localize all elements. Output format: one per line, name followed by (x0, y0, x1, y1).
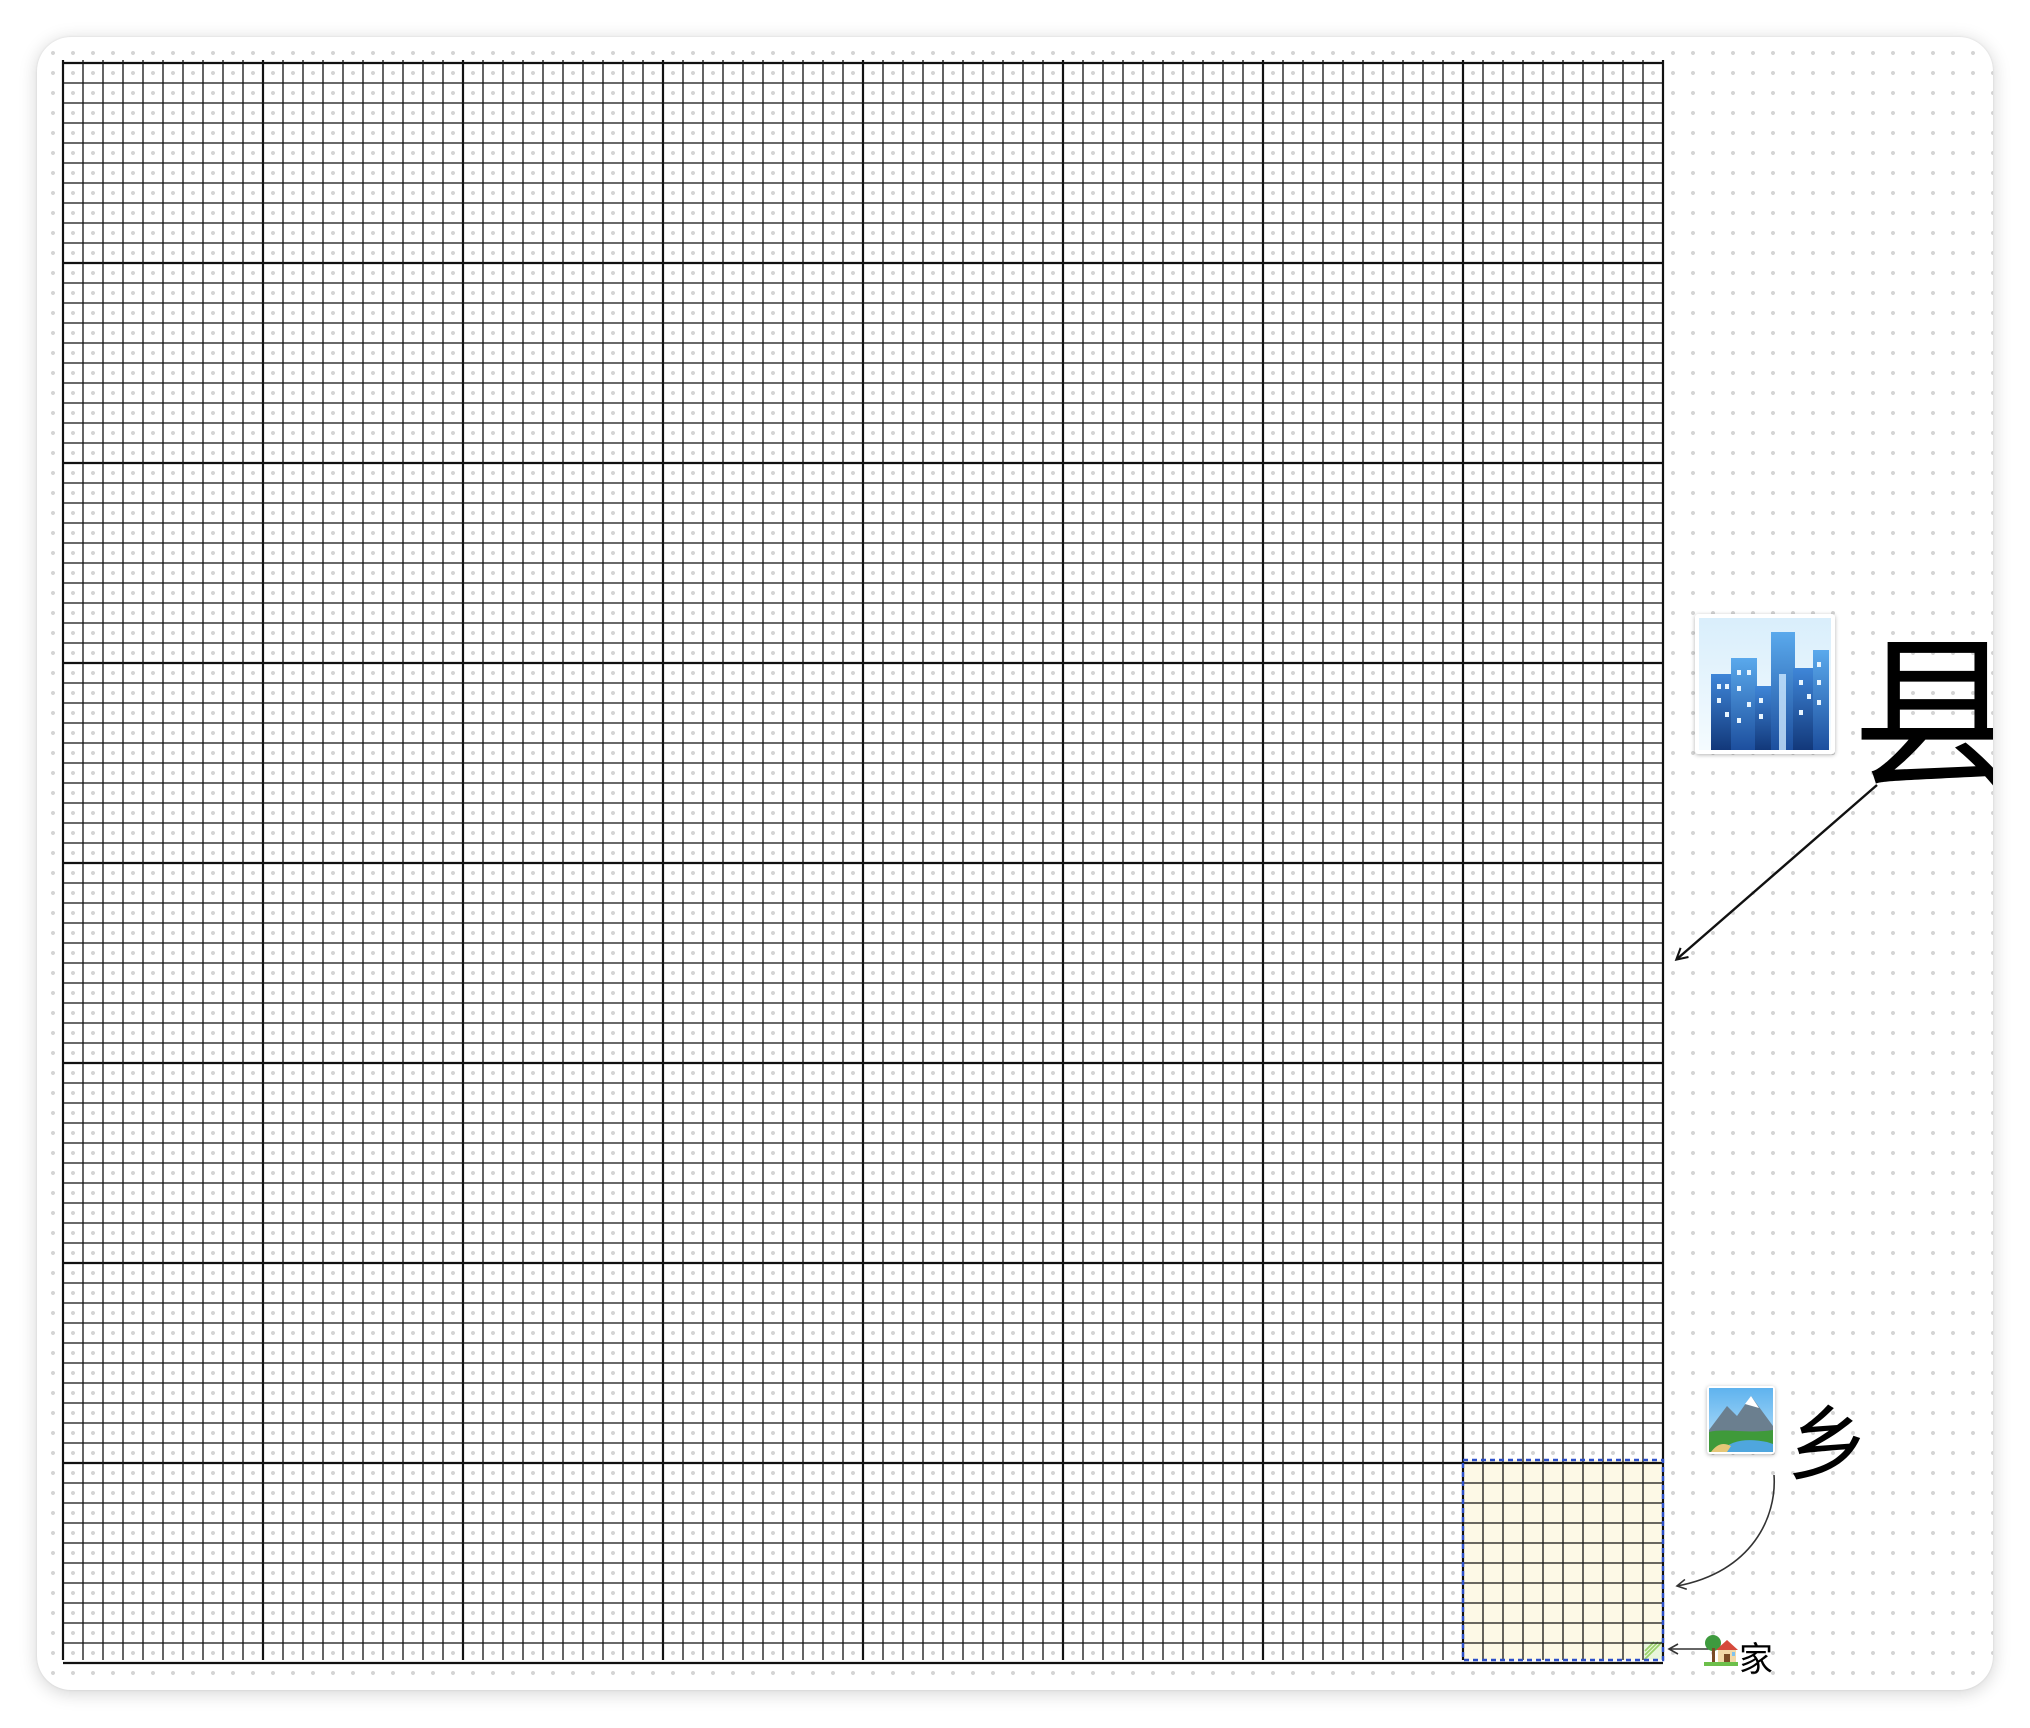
grid-diagram (61, 60, 1878, 1665)
county-arrow (1677, 784, 1878, 959)
township-arrow (1675, 1474, 1776, 1591)
township-block-selection (1461, 1458, 1665, 1662)
home-label: 家 (1739, 1640, 1773, 1680)
major-grid-lines (61, 60, 1665, 1665)
house-with-garden-icon (1704, 1632, 1738, 1666)
home-cell-hatch-2 (1644, 1641, 1663, 1660)
cityscape-icon (1695, 614, 1835, 754)
home-cell-hatch-1 (1644, 1641, 1659, 1656)
overlay-layer (1461, 1458, 1665, 1662)
county-label: 县 (1852, 619, 1993, 815)
canvas-card: 县 乡 家 (37, 37, 1993, 1690)
township-label: 乡 (1787, 1398, 1870, 1493)
national-park-icon (1707, 1386, 1775, 1454)
